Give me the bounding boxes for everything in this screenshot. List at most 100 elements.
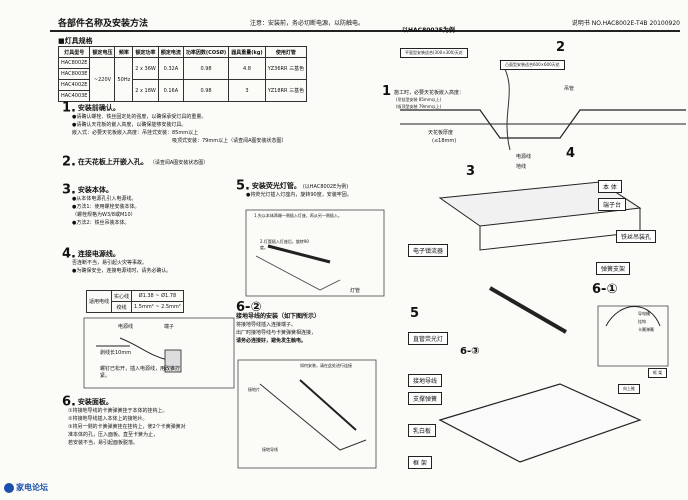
step-subtitle: (以HAC8002E为例) (302, 184, 349, 190)
watermark-text: 家电论坛 (16, 483, 48, 492)
table-cell: 3 (228, 79, 266, 102)
table-row: HAC4003E (57, 90, 307, 102)
section-4: 4. 连接电源线。 否连断不当，易引起火灾等事故。 ●为确保安全，连接电源线时，… (62, 248, 232, 275)
hook-panel (597, 305, 669, 367)
hook-label-b: 卡簧弹簧 (638, 327, 654, 332)
step-text: ①将接地导线的卡簧弹簧挂于本体的挂钩上。 (68, 408, 168, 414)
step-text: ②将接地导线插入本体上的接地片。 (68, 416, 148, 422)
step-text: 将接地导线插入连接端子。 (236, 321, 297, 328)
step-text: 否连断不当，易引起火灾等事故。 (72, 260, 148, 266)
step-title: 安装面板。 (77, 398, 113, 406)
wiring-panel (83, 317, 235, 389)
label-body: 本 体 (598, 180, 622, 193)
table-cell: HAC8002E (57, 57, 91, 69)
table-cell: ~220V (89, 57, 116, 102)
label-lamp: 灯管 (350, 288, 361, 294)
label-screw-note: 螺钉已松开，插入电源线，用改锥拧紧。 (100, 366, 181, 379)
label-ground-line: 接地导线 (262, 447, 278, 452)
spec-heading: ■灯具规格 (58, 37, 93, 45)
table-row: 适用电线 实心线 Ø1.38 ~ Ø1.78 (85, 290, 184, 313)
ceiling-section (400, 109, 686, 139)
step-number: 1. (62, 100, 76, 116)
table-cell: YZ18RR 三基色 (264, 79, 308, 102)
page-title: 各部件名称及安装方法 (58, 19, 149, 29)
hanging-wire (499, 59, 511, 151)
label-ground-lead: 接地导线 (408, 374, 443, 387)
step-title: 安装本体。 (77, 186, 113, 194)
label-step5a: 1.先以本体两端一侧插入灯座，再从另一侧插入。 (254, 213, 342, 218)
section-1: 1. 安装前确认。 ●请确认螺栓、铁丝固定处的强度，以确保承受灯具的重量。 ●请… (62, 100, 362, 145)
hook-spring-sketch (605, 306, 661, 327)
label-frame: 框 架 (408, 456, 432, 469)
label-tube: 直管荧光灯 (408, 332, 449, 345)
section-6: 6. 安装面板。 ①将接地导线的卡簧弹簧挂于本体的挂钩上。 ②将接地导线插入本体… (62, 396, 232, 447)
step-number: 3. (62, 182, 76, 198)
ground-wire-sketch (299, 379, 357, 431)
diagram-caption-a: 平面型安装适合(300×300)天花 (400, 48, 468, 58)
label-spring: 弹簧支架 (596, 262, 631, 275)
diagram-caption-b: 凸面型安装适合600×600天花 (500, 60, 565, 70)
ceiling-thickness-label: 天花板厚度 (428, 130, 454, 136)
label-ground: 地线 (516, 164, 527, 170)
table-cell: 1.5mm² ~ 2.5mm² (131, 301, 184, 313)
table-cell: 50Hz (114, 57, 134, 102)
label-step5b: 2.灯管插入灯座后，旋转90度。 (260, 239, 309, 250)
step-text: （螺栓规格为W3/8或M10） (72, 212, 136, 218)
ground-fixture-outline (259, 383, 367, 451)
label-power: 电源线 (516, 154, 532, 160)
step-note: （请查阅A图安装状态图） (149, 160, 209, 166)
ceiling-thickness-value: (≤18mm) (432, 138, 457, 144)
step-marker-4: 4 (566, 146, 576, 161)
table-cell: 2 x 18W (132, 79, 159, 102)
tube-panel (245, 209, 385, 297)
table-row: HAC4002E 2 x 18W 0.16A 0.98 3 YZ18RR 三基色 (57, 79, 308, 102)
label-power-line: 电源线 (118, 324, 134, 330)
safety-note: 注意：安装前，务必切断电源，以防触电。 (250, 20, 365, 27)
step-text: 准本体的孔，压入面板。直至卡簧为止， (68, 432, 159, 438)
step-number: 6-② (236, 300, 262, 315)
label-support-spring: 支撑弹簧 (408, 392, 443, 405)
forum-logo-icon (4, 482, 14, 493)
cable-table: 适用电线 实心线 Ø1.38 ~ Ø1.78 绞线 1.5mm² ~ 2.5mm… (85, 290, 184, 313)
step-title: 接地导线的安装（如下图所示） (236, 312, 321, 320)
step-title: 安装前确认。 (77, 104, 120, 112)
step-marker-6-3: 6-③ (460, 346, 480, 357)
step-text: ●将荧光灯插入灯座内，旋转90度，安装牢固。 (246, 192, 352, 198)
section-6-2: 6-② 接地导线的安装（如下图所示） 将接地导线插入连接端子。 出厂时接地导线与… (236, 301, 396, 345)
ground-panel (237, 359, 377, 469)
step-number: 2. (62, 154, 76, 170)
wire-line (119, 337, 169, 361)
frame-diagram (438, 383, 642, 463)
spec-col: 额定电压 (89, 46, 116, 58)
terminal-block-sketch (164, 349, 182, 373)
step-text: 出厂时接地导线与卡簧弹簧相连接， (236, 329, 317, 336)
hook-label-a: 挂钩 (638, 319, 646, 324)
step-text: ●请确认天花板的嵌入高度，以确保能够安装灯具。 (72, 122, 187, 128)
spec-table: 灯具型号 额定电压 频率 额定功率 额定电流 功率因数(COSØ) 器具重量(k… (57, 46, 308, 102)
step-title: 在天花板上开嵌入孔。 (77, 158, 148, 166)
step-title: 安装荧光灯管。 (251, 182, 301, 190)
step-text: ●请确认螺栓、铁丝固定处的强度，以确保承受灯具的重量。 (72, 114, 207, 120)
label-ground-plate: 接地片 (248, 387, 260, 392)
document-number: 说明书 NO.HAC8002E-T4B 20100920 (571, 20, 680, 27)
step-title: 连接电源线。 (77, 250, 120, 258)
diagram-title: 以HAC8002E为例 (402, 27, 455, 34)
label-wire-hook: 铁丝吊装孔 (616, 230, 657, 243)
label-terminal: 端子 (164, 324, 175, 330)
page-header: 各部件名称及安装方法 注意：安装前，务必切断电源，以防触电。 说明书 NO.HA… (50, 14, 680, 32)
table-row: 绞线 1.5mm² ~ 2.5mm² (87, 301, 184, 313)
label-ballast: 电子镇流器 (408, 244, 449, 257)
fixture-side (479, 208, 641, 251)
step-marker-5: 5 (410, 306, 420, 321)
label-diffuser: 乳白板 (408, 424, 437, 437)
step-text: ●方法2：铁丝吊装本体。 (72, 220, 130, 226)
step-text: ●为确保安全，连接电源线时，请务必确认。 (72, 268, 172, 274)
hook-label-c: 框 架 (648, 368, 668, 378)
step-number: 5. (236, 178, 250, 194)
label-ground-note: 如何安装，请在此处进行连接 (300, 363, 352, 368)
step-marker-1: 1 (382, 84, 392, 99)
hook-label-d: 向上推 (618, 384, 640, 394)
section-5: 5. 安装荧光灯管。 (以HAC8002E为例) ●将荧光灯插入灯座内，旋转90… (236, 178, 396, 199)
table-cell: 绞线 (111, 301, 133, 313)
